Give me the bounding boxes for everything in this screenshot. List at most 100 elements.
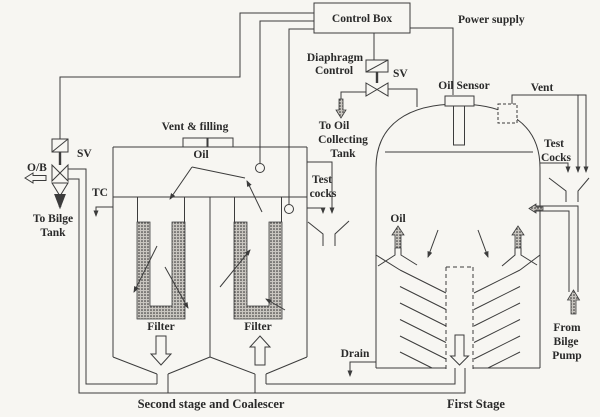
flow-arrow-down-icon <box>335 98 347 119</box>
level-probe-1 <box>255 163 265 173</box>
oil-second-stage-label: Oil <box>193 149 208 161</box>
test-cock-feed <box>307 161 335 214</box>
vent-and-test-cocks-right: Vent Test Cocks From Bilge Pump <box>511 82 590 362</box>
coalescer-filter-left <box>136 221 186 320</box>
flow-arrow <box>265 298 286 311</box>
control-wiring: Power supply <box>59 12 525 214</box>
coalescing-plates <box>399 269 447 369</box>
outlet-channel-dashed <box>445 266 474 371</box>
bilge-inlet-pipe <box>536 205 579 292</box>
chute-walls <box>156 374 267 393</box>
test-cock-feed <box>540 162 571 173</box>
flow-arrow <box>133 245 158 293</box>
test-cocks-mid-label-1: Test <box>312 174 332 186</box>
to-oil-collecting-label-2: Collecting <box>318 134 368 146</box>
from-bilge-pump-label-3: Pump <box>552 350 581 362</box>
test-cock-funnel <box>548 177 590 202</box>
down-flow-arrow-icon <box>149 335 173 366</box>
level-probe-2 <box>284 204 294 214</box>
flow-arrow <box>219 249 251 288</box>
second-stage-tank: Vent & filling Oil Filter Filter TC Test… <box>92 121 350 393</box>
overboard-valve-assembly: SV O/B To Bilge Tank <box>24 138 92 239</box>
hopper-slopes <box>112 356 308 375</box>
valve-bowtie-icon <box>365 82 389 97</box>
vent-pipe <box>511 94 587 166</box>
wire-to-probe-1 <box>259 20 314 163</box>
control-box: Control Box <box>313 2 411 34</box>
vent-fitting-box <box>497 103 518 124</box>
down-flow-arrow-icon <box>449 334 470 366</box>
filter-left-label: Filter <box>147 321 174 333</box>
oil-leader-arrow <box>169 166 193 200</box>
second-stage-outlet-pipe <box>68 168 157 385</box>
tc-label: TC <box>92 187 108 199</box>
power-supply-wire <box>410 27 454 95</box>
oil-rise-arrow-icon <box>391 225 405 249</box>
to-oil-collecting-label-1: To Oil <box>319 120 350 132</box>
bottom-pipe-run <box>68 178 466 394</box>
oil-sensor-probe <box>453 105 465 146</box>
wire-to-overboard-valve <box>59 12 314 139</box>
test-cocks-right-label-1: Test <box>544 138 564 150</box>
test-cock-feed <box>307 207 326 214</box>
overboard-arrow-icon <box>24 172 47 184</box>
oil-sensor-label: Oil Sensor <box>438 80 489 92</box>
drain-pipe <box>347 361 376 377</box>
oil-rise-arrow-icon <box>511 225 525 249</box>
oil-leader-arrow <box>246 180 263 213</box>
diaphragm-label-2: Control <box>315 65 353 77</box>
solenoid-diagonal <box>365 59 389 73</box>
up-flow-arrow-icon <box>248 335 272 366</box>
power-supply-label: Power supply <box>458 14 525 26</box>
wire-to-probe-2 <box>288 28 314 204</box>
pipe-to-oil-collecting <box>340 91 366 99</box>
flow-arrow <box>164 266 189 309</box>
oil-riser-funnel <box>501 248 538 267</box>
bottom-piping <box>68 168 466 394</box>
to-bilge-tank-label-1: To Bilge <box>33 213 73 225</box>
captions: Second stage and Coalescer First Stage <box>138 397 506 411</box>
test-cocks-right-label-2: Cocks <box>541 152 572 164</box>
overboard-label: O/B <box>27 162 47 174</box>
from-bilge-pump-label-2: Bilge <box>554 336 579 348</box>
control-box-label: Control Box <box>332 13 392 25</box>
to-bilge-tank-label-2: Tank <box>40 227 66 239</box>
valve-cone-icon <box>51 182 69 197</box>
vent-label: Vent <box>531 82 554 94</box>
chamber-slope-line <box>375 254 541 271</box>
coalescing-plates <box>473 269 521 369</box>
from-bilge-pump-label-1: From <box>553 322 581 334</box>
oil-first-stage-label: Oil <box>390 213 405 225</box>
diaphragm-control-valve: Diaphragm Control SV To Oil Collecting T… <box>307 52 418 160</box>
control-box-outline <box>313 2 411 34</box>
test-cocks-mid-label-2: cocks <box>310 188 337 200</box>
sv-left-label: SV <box>77 148 92 160</box>
second-stage-caption: Second stage and Coalescer <box>138 397 285 411</box>
oil-leader-line <box>191 166 246 179</box>
vent-filling-cap <box>182 137 208 148</box>
vent-filling-cap <box>207 137 234 148</box>
valve-bowtie-icon <box>51 163 69 183</box>
plate-pack-left <box>399 269 447 369</box>
to-oil-collecting-label-3: Tank <box>330 148 356 160</box>
plate-pack-right <box>473 269 521 369</box>
flow-arrow <box>427 229 439 258</box>
test-cock-funnel <box>307 220 350 246</box>
sv-right-label: SV <box>393 68 408 80</box>
pipe-valve-to-tank <box>388 88 418 107</box>
flow-arrow <box>477 229 489 258</box>
diaphragm-label-1: Diaphragm <box>307 52 364 64</box>
drain-label: Drain <box>341 348 370 360</box>
first-stage-tank: Oil Sensor Oil Drain <box>341 80 541 377</box>
oil-riser-funnel <box>377 248 418 267</box>
tc-tap-line <box>93 206 113 217</box>
filter-right-label: Filter <box>244 321 271 333</box>
oil-sensor-head <box>444 95 475 107</box>
filter-hangers <box>137 197 282 222</box>
up-flow-arrow-icon <box>566 289 581 315</box>
solenoid-diagonal <box>51 138 69 153</box>
first-stage-caption: First Stage <box>447 397 505 411</box>
inlet-flow-arrow-icon <box>528 203 544 214</box>
